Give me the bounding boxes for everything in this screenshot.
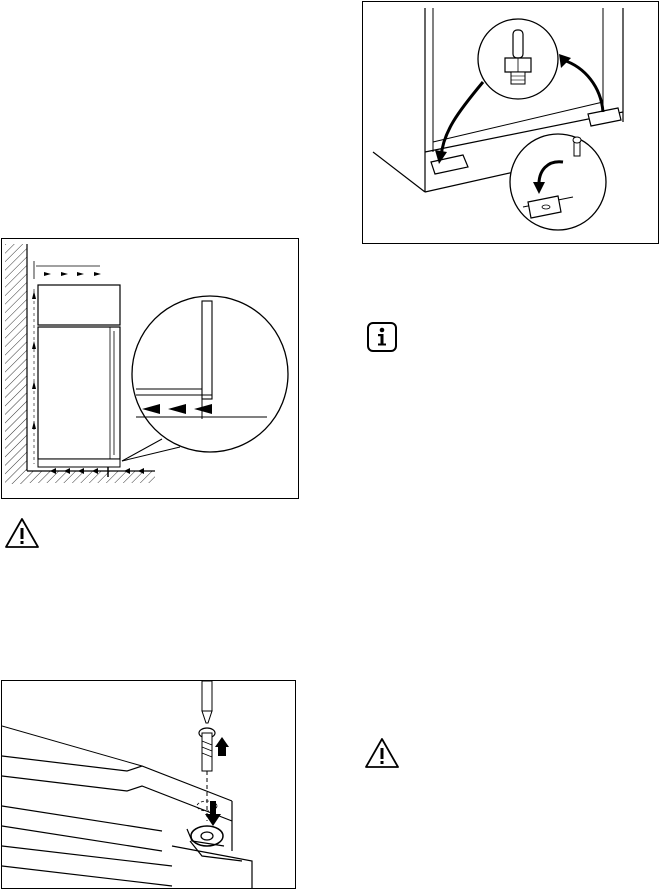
warning-icon xyxy=(364,737,400,769)
figure-ventilation-clearance xyxy=(1,238,299,499)
fridge-top xyxy=(38,285,120,325)
floor-hatch xyxy=(27,471,155,483)
hinge-detail-circle xyxy=(510,134,606,230)
figure-top-hinge-screw xyxy=(1,680,296,889)
warning-icon xyxy=(4,517,40,549)
screwdriver xyxy=(202,681,212,711)
wall-hatch xyxy=(5,244,27,484)
figure-door-hinge-pin-swap xyxy=(362,1,659,244)
info-icon xyxy=(366,321,398,353)
fridge-body xyxy=(38,327,120,459)
